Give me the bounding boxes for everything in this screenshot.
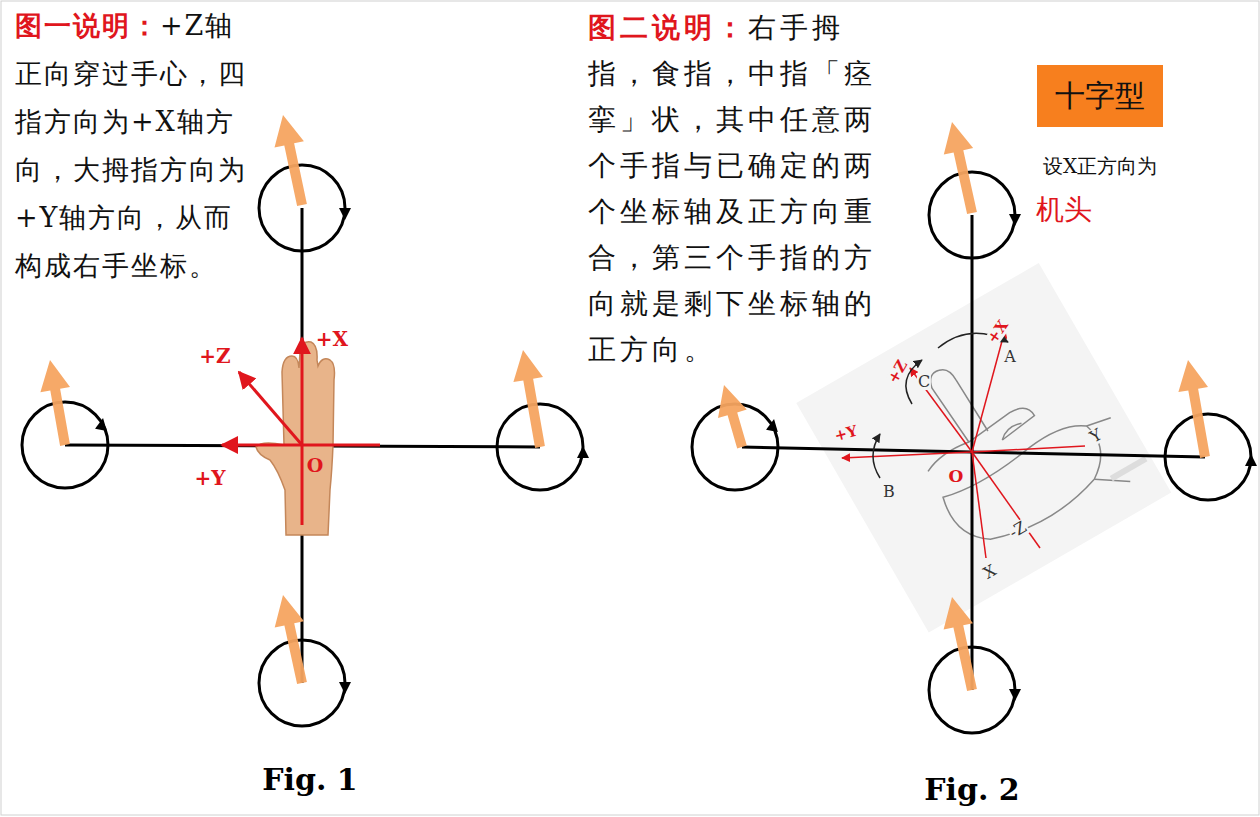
- axis-label: O: [306, 456, 325, 475]
- thrust-arrow: [40, 360, 70, 446]
- rotation-arrowhead: [577, 446, 589, 458]
- rotation-arrowhead: [95, 417, 109, 431]
- axis-label: 机头: [1036, 196, 1092, 224]
- drawing-part: [972, 452, 986, 558]
- thrust-arrow: [1178, 360, 1210, 458]
- description-text: +Z轴正向穿过手心，四指方向为+X轴方向，大拇指方向为+Y轴方向，从而构成右手坐…: [15, 10, 247, 281]
- badge-text: 十字型: [1055, 76, 1145, 117]
- drawing-part: [301, 338, 304, 445]
- description-paragraph: 图一说明：+Z轴正向穿过手心，四指方向为+X轴方向，大拇指方向为+Y轴方向，从而…: [15, 2, 255, 290]
- fig1-frame: [22, 165, 583, 726]
- rotation-arrowhead: [766, 418, 780, 432]
- axis-label: Fig. 2: [924, 775, 1019, 805]
- drawing-part: [999, 422, 1024, 440]
- thrust-arrow: [275, 115, 307, 206]
- drawing-part: [885, 307, 1144, 567]
- drawing-part: [222, 444, 302, 447]
- thrust-arrow: [513, 350, 545, 448]
- drawing-part: [1165, 414, 1251, 500]
- drawing-part: [301, 445, 304, 525]
- drawing-part: [259, 165, 345, 251]
- axis-label: A: [1003, 349, 1017, 365]
- thrust-arrow: [275, 595, 307, 684]
- axis-label: +Y: [194, 468, 225, 488]
- axis-label: +Z: [199, 346, 230, 366]
- rotation-arrowhead: [1245, 454, 1257, 466]
- drawing-part: [239, 372, 302, 445]
- axis-label: C: [917, 374, 931, 390]
- thrust-arrow: [944, 597, 977, 691]
- drawing-part: [302, 444, 380, 447]
- drawing-part: [972, 446, 1085, 452]
- axis-label: 设X正方向为: [1043, 156, 1157, 176]
- drawing-part: [910, 368, 972, 452]
- drawing-part: [972, 330, 1005, 452]
- drawing-part: [873, 434, 880, 478]
- description-paragraph: 图二说明：右手拇指，食指，中指「痉挛」状，其中任意两个手指与已确定的两个坐标轴及…: [588, 5, 890, 373]
- drawing-part: [923, 403, 1037, 480]
- axis-label: +X: [316, 329, 348, 349]
- description-text: 右手拇指，食指，中指「痉挛」状，其中任意两个手指与已确定的两个坐标轴及正方向重合…: [588, 11, 876, 366]
- section-heading: 图二说明：: [588, 11, 748, 44]
- fig2-axes: [842, 330, 1085, 558]
- drawing-part: [929, 172, 1015, 258]
- thrust-arrow: [944, 122, 977, 214]
- axis-label: B: [882, 484, 896, 500]
- drawing-part: [842, 452, 972, 458]
- drawing-part: [1110, 456, 1148, 481]
- type-badge: 十字型: [1037, 65, 1163, 127]
- rotation-arcs: [873, 333, 1008, 478]
- rotation-arrowhead: [339, 208, 351, 220]
- axis-label: O: [948, 468, 965, 485]
- fig1-axes: [222, 338, 380, 525]
- axis-label: Fig. 1: [262, 765, 357, 795]
- section-heading: 图一说明：: [15, 10, 160, 41]
- drawing-part: [940, 415, 1119, 559]
- rotation-arrowhead: [339, 682, 351, 694]
- rotation-heads: [95, 208, 1257, 701]
- rotation-arrowhead: [1009, 689, 1021, 701]
- thrust-arrow: [718, 385, 747, 448]
- rotation-arrowhead: [1009, 214, 1021, 226]
